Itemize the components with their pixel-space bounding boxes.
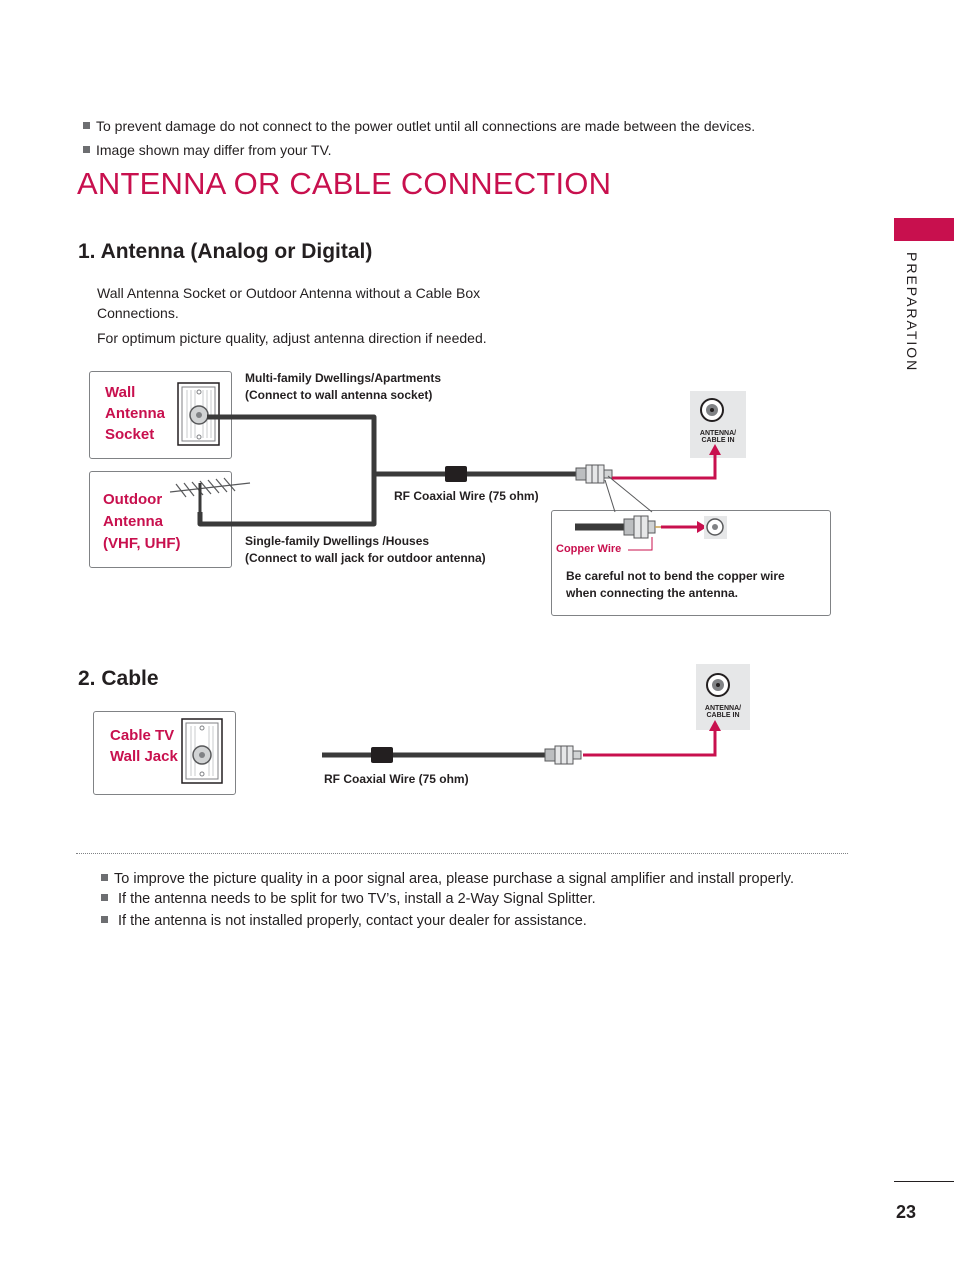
port-label-line: ANTENNA/ — [704, 705, 742, 712]
section-heading-cable: 2. Cable — [78, 667, 159, 690]
side-tab-label: PREPARATION — [904, 252, 920, 373]
bullet-square-icon — [101, 874, 108, 881]
bullet-square-icon — [101, 916, 108, 923]
caption-line: (Connect to wall antenna socket) — [245, 388, 433, 402]
rf-wire-label: RF Coaxial Wire (75 ohm) — [394, 489, 539, 503]
bottom-note-text: If the antenna is not installed properly… — [118, 913, 587, 929]
top-note: To prevent damage do not connect to the … — [83, 117, 755, 135]
bottom-note: If the antenna needs to be split for two… — [101, 890, 596, 908]
page-number: 23 — [896, 1202, 917, 1222]
note-line: Be careful not to bend the copper wire — [566, 569, 785, 583]
page-title: ANTENNA OR CABLE CONNECTION — [77, 166, 612, 201]
wall-antenna-socket-label: Wall Antenna Socket — [105, 382, 165, 445]
side-tab-marker — [894, 218, 954, 241]
section-desc: For optimum picture quality, adjust ante… — [97, 330, 487, 346]
antenna-port-label: ANTENNA/ CABLE IN — [690, 430, 746, 444]
multi-family-caption: Multi-family Dwellings/Apartments (Conne… — [245, 370, 441, 404]
note-line: when connecting the antenna. — [566, 586, 739, 600]
cable-wall-jack-plate-icon — [181, 718, 223, 784]
wall-socket-plate-icon — [177, 382, 220, 446]
rf-wire-label: RF Coaxial Wire (75 ohm) — [324, 772, 469, 786]
copper-wire-connector-icon — [575, 515, 661, 539]
single-family-caption: Single-family Dwellings /Houses (Connect… — [245, 533, 486, 567]
connection-diagram — [169, 382, 730, 784]
label-line: Outdoor — [103, 491, 163, 508]
cable-wall-jack-label: Cable TV Wall Jack — [110, 725, 178, 767]
section-desc: Wall Antenna Socket or Outdoor Antenna w… — [97, 285, 481, 321]
dotted-divider — [76, 853, 848, 854]
label-line: Antenna — [105, 405, 165, 422]
top-note-text: To prevent damage do not connect to the … — [96, 118, 756, 134]
bottom-note-text: To improve the picture quality in a poor… — [114, 871, 794, 887]
copper-wire-note: Be careful not to bend the copper wire w… — [566, 568, 785, 602]
label-line: Wall — [105, 384, 136, 401]
page-number-rule — [894, 1181, 954, 1182]
top-note-text: Image shown may differ from your TV. — [96, 142, 332, 158]
port-label-line: CABLE IN — [701, 437, 735, 444]
label-line: Wall Jack — [110, 748, 178, 765]
top-note: Image shown may differ from your TV. — [83, 141, 332, 159]
caption-line: Single-family Dwellings /Houses — [245, 534, 430, 548]
bullet-square-icon — [83, 122, 90, 129]
cable-port-label: ANTENNA/ CABLE IN — [696, 705, 750, 719]
bottom-note: If the antenna is not installed properly… — [101, 912, 587, 930]
caption-line: (Connect to wall jack for outdoor antenn… — [245, 551, 486, 565]
rf-connector-icon — [575, 464, 613, 484]
port-label-line: CABLE IN — [706, 712, 740, 719]
bullet-square-icon — [83, 146, 90, 153]
port-label-line: ANTENNA/ — [699, 430, 737, 437]
section-heading-antenna: 1. Antenna (Analog or Digital) — [78, 240, 373, 263]
label-line: Cable TV — [110, 727, 175, 744]
bullet-square-icon — [101, 894, 108, 901]
bottom-note: To improve the picture quality in a poor… — [101, 870, 794, 888]
label-line: Antenna — [103, 513, 163, 530]
label-line: (VHF, UHF) — [103, 535, 181, 552]
antenna-jack-detail-icon — [704, 516, 727, 539]
bottom-note-text: If the antenna needs to be split for two… — [118, 891, 596, 907]
label-line: Socket — [105, 426, 155, 443]
outdoor-antenna-icon — [169, 477, 251, 512]
copper-wire-label: Copper Wire — [556, 543, 622, 555]
caption-line: Multi-family Dwellings/Apartments — [245, 371, 442, 385]
rf-connector-icon — [544, 745, 582, 765]
outdoor-antenna-label: Outdoor Antenna (VHF, UHF) — [103, 489, 181, 555]
